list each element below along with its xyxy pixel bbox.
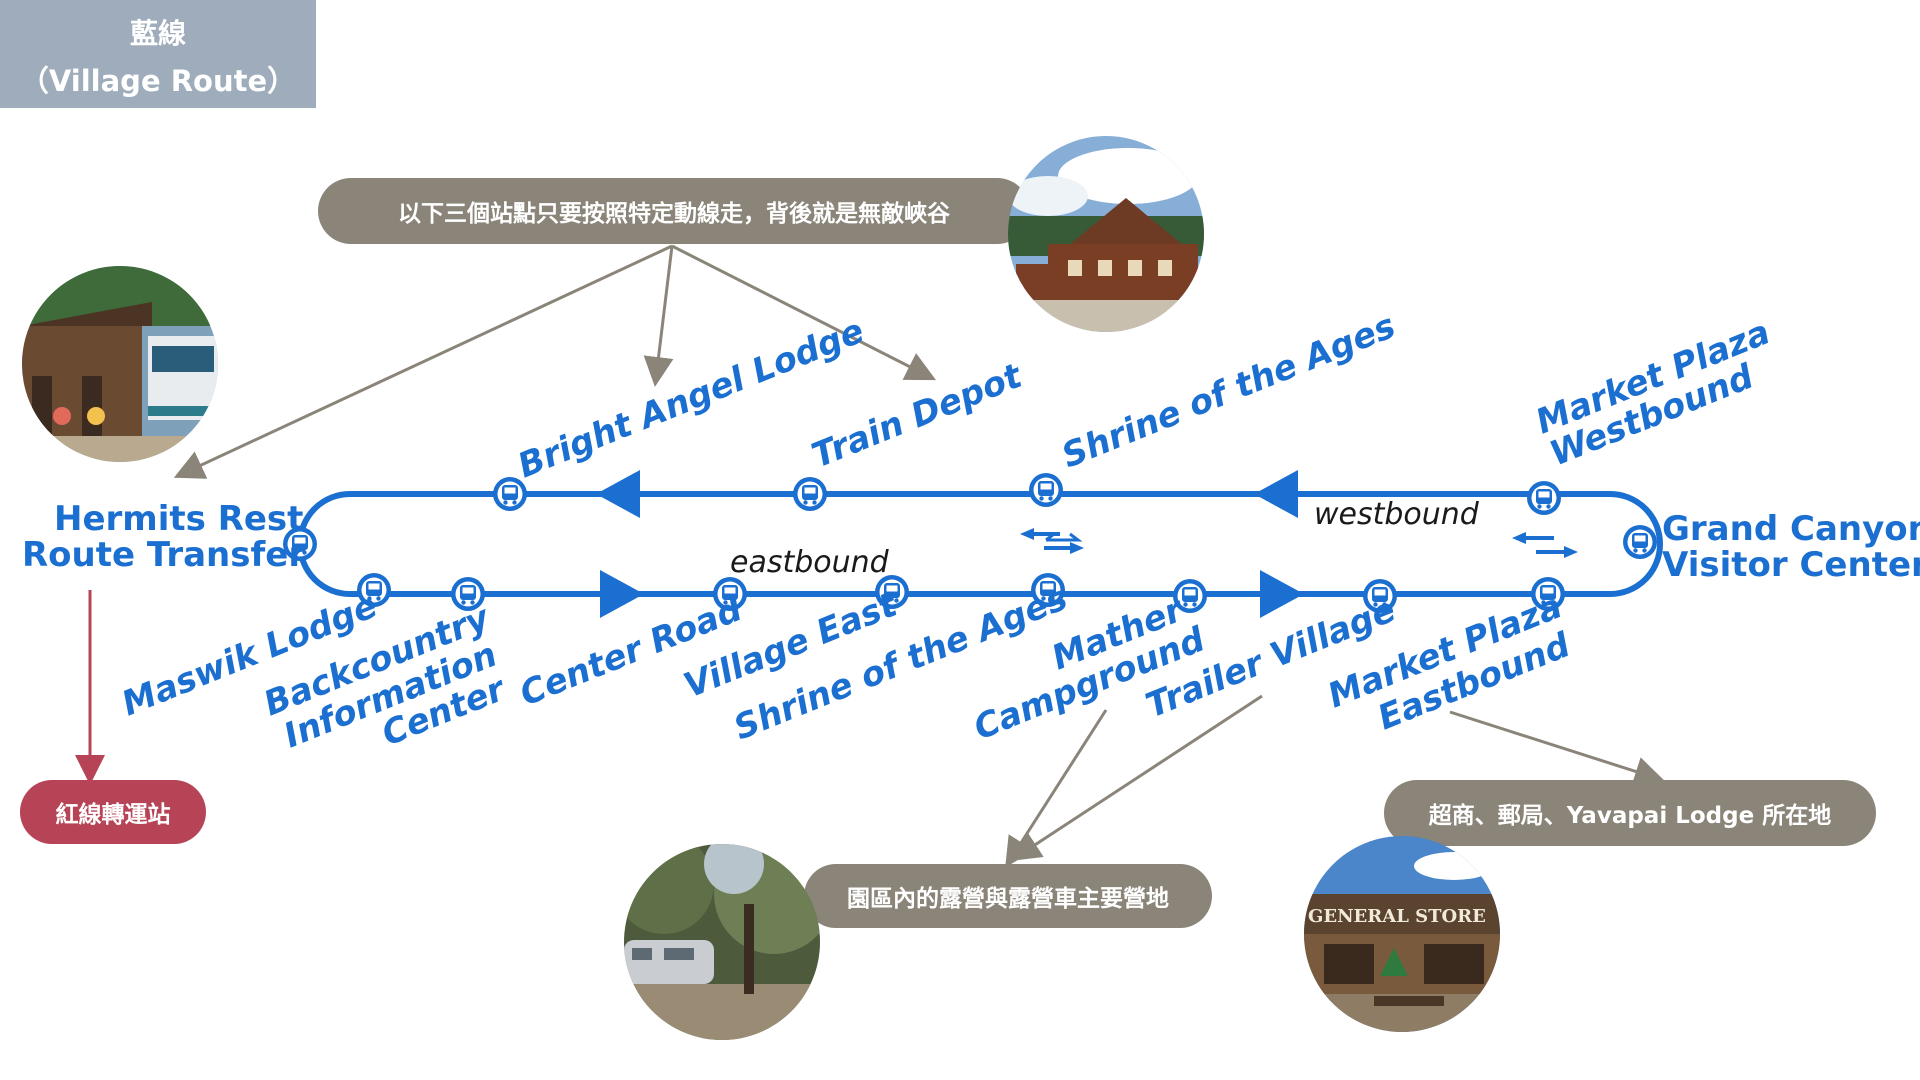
eastbound-arrow-2	[1260, 570, 1304, 618]
red-transfer-text: 紅線轉運站	[55, 802, 171, 828]
top-callout-text: 以下三個站點只要按照特定動線走，背後就是無敵峽谷	[398, 201, 950, 227]
westbound-label: westbound	[1314, 497, 1480, 532]
route-loop	[297, 491, 1663, 597]
westbound-arrow-1	[596, 470, 640, 518]
transfer-arrows-market	[1512, 532, 1578, 558]
campground-leaders	[1005, 694, 1263, 868]
stop-hermits-rest-line2: Route Transfer	[22, 535, 305, 575]
top-callout: 以下三個站點只要按照特定動線走，背後就是無敵峽谷	[318, 178, 1030, 244]
bus-stop-bright-angel-icon[interactable]	[493, 477, 527, 511]
campground-callout-text: 園區內的露營與露營車主要營地	[847, 886, 1169, 912]
red-transfer-callout: 紅線轉運站	[20, 780, 206, 844]
market-callout-text: 超商、郵局、Yavapai Lodge 所在地	[1428, 803, 1832, 829]
photo-general-store: GENERAL STORE	[1304, 836, 1500, 1032]
market-leader	[1449, 710, 1665, 786]
route-title-zh: 藍線	[129, 17, 186, 50]
bus-stop-train-depot-icon[interactable]	[793, 477, 827, 511]
top-callout-leaders	[173, 244, 937, 479]
route-title-en: （Village Route）	[19, 64, 297, 98]
stop-visitor-center-line2: Visitor Center	[1662, 545, 1920, 585]
photo-hermits-rest-bus-stop	[22, 266, 218, 462]
bus-stop-shrine-west-icon[interactable]	[1029, 473, 1063, 507]
campground-callout: 園區內的露營與露營車主要營地	[804, 864, 1212, 928]
transfer-arrows-shrine	[1020, 528, 1084, 554]
bus-stop-market-west-icon[interactable]	[1527, 481, 1561, 515]
photo-campground	[624, 844, 820, 1040]
market-callout: 超商、郵局、Yavapai Lodge 所在地	[1384, 780, 1876, 846]
eastbound-label: eastbound	[730, 545, 890, 580]
stop-visitor-center-line1: Grand Canyon	[1662, 509, 1920, 549]
stop-train-depot-label: Train Depot	[806, 355, 1029, 476]
eastbound-arrow-1	[600, 570, 644, 618]
general-store-sign: GENERAL STORE	[1308, 906, 1486, 927]
route-title: 藍線 （Village Route）	[0, 0, 316, 108]
bus-stop-visitor-center-icon[interactable]	[1623, 525, 1657, 559]
stop-hermits-rest-line1: Hermits Rest	[54, 499, 303, 539]
westbound-arrow-2	[1254, 470, 1298, 518]
photo-train-depot	[1008, 136, 1204, 332]
